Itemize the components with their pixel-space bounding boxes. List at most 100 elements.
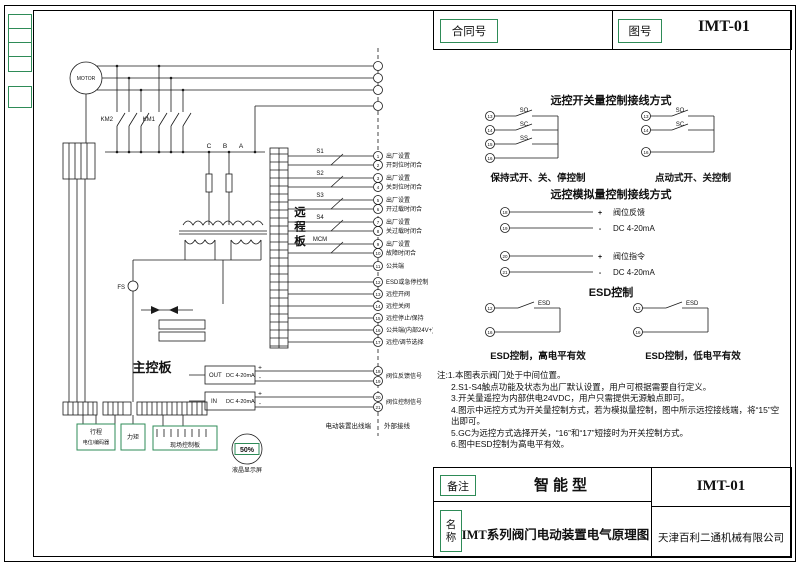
sc-switch-label: SC (520, 122, 529, 128)
svg-text:12: 12 (375, 280, 381, 285)
phase-b-label: B (223, 143, 227, 150)
svg-text:21: 21 (502, 270, 508, 275)
drawing-no-label: 图号 (618, 19, 662, 43)
terminal-15: 15 (373, 313, 383, 323)
drawing-no-value: IMT-01 (698, 18, 750, 35)
svg-text:18: 18 (502, 210, 508, 215)
so-switch-label: SO (520, 108, 529, 114)
torque-box: 力矩 (120, 423, 146, 451)
notes-label: 注: (437, 370, 448, 380)
svg-text:8: 8 (377, 229, 380, 234)
svg-text:16: 16 (487, 330, 493, 335)
svg-text:4: 4 (377, 185, 380, 190)
terminal-8: 8 (373, 226, 383, 236)
name-label-text: 名称 (444, 518, 457, 544)
hold-control-diagram: 13 14 15 16 SO SC SS (485, 108, 559, 163)
feedback-signal-label: 阀位反馈信号 (386, 372, 422, 380)
hold-terminal-14: 14 (485, 125, 495, 135)
svg-text:DC 4-20mA: DC 4-20mA (226, 373, 255, 379)
terminal-2: 2 (373, 160, 383, 170)
remote-label-open: 远控开阀 (386, 290, 410, 298)
lcd-display: 50% 液晶显示屏 (231, 433, 263, 474)
terminal-1: 1 (373, 151, 383, 161)
svg-text:现场控制板: 现场控制板 (170, 441, 200, 449)
external-side-label: 外部接线 (384, 421, 411, 430)
svg-text:10: 10 (375, 251, 381, 256)
s3-label: S3 (316, 193, 324, 199)
company-name: 天津百利二通机械有限公司 (658, 532, 784, 544)
title-block-divider (612, 11, 613, 49)
analog-control-title: 远控模拟量控制接线方式 (550, 189, 672, 201)
main-board-label: 主控板 (132, 360, 172, 375)
svg-text:7: 7 (377, 220, 380, 225)
page-outer-border (4, 5, 796, 562)
svg-text:2: 2 (377, 163, 380, 168)
note-item-5: 5.GC为远控方式选择开关，“16”和“17”短接时为开关控制方式。 (451, 427, 689, 438)
jog-terminal-14: 14 (641, 125, 651, 135)
remote-label-common24: 公共端(内部24V+) (386, 326, 433, 334)
svg-text:力矩: 力矩 (127, 433, 139, 441)
cmd-minus-sign: - (599, 270, 602, 277)
signal-wiring (255, 153, 373, 408)
row4-label-line1: 出厂设置 (386, 218, 410, 226)
power-wiring (97, 64, 373, 154)
note-item-1: 1.本图表示阀门处于中间位置。 (447, 370, 566, 380)
row2-label-line2: 关到位时闭合 (386, 183, 422, 191)
terminal-21: 21 (373, 402, 383, 412)
fs-switch: FS (117, 280, 139, 292)
common-label: 公共端 (386, 262, 404, 270)
svg-text:20: 20 (375, 395, 381, 400)
svg-text:13: 13 (375, 292, 381, 297)
svg-text:14: 14 (487, 128, 493, 133)
contract-no-label: 合同号 (440, 19, 498, 43)
jog-caption: 点动式开、关控制 (654, 173, 731, 184)
hold-terminal-13: 13 (485, 111, 495, 121)
terminal-11: 11 (373, 261, 383, 271)
fb-terminal-19: 19 (500, 223, 510, 233)
regulator-box (158, 319, 206, 330)
svg-text:11: 11 (376, 264, 381, 269)
note-item-6: 6.图中ESD控制为高电平有效。 (451, 439, 570, 449)
svg-text:14: 14 (643, 128, 649, 133)
terminal-5: 5 (373, 195, 383, 205)
svg-text:16: 16 (487, 156, 493, 161)
terminal-12: 12 (373, 277, 383, 287)
fb-minus-sign: - (599, 226, 602, 233)
km1-label: KM1 (143, 117, 156, 123)
out-minus-sign: - (259, 375, 261, 382)
svg-text:3: 3 (377, 176, 380, 181)
esd-high-diagram: 12 16 ESD (485, 301, 561, 337)
svg-text:16: 16 (635, 330, 641, 335)
svg-text:14: 14 (375, 304, 381, 309)
power-terminal (373, 61, 383, 71)
rectifier-diodes (151, 306, 178, 314)
sc-switch-label: SC (676, 122, 685, 128)
bottom-block-hdivider-right (651, 506, 791, 507)
terminal-16: 16 (373, 325, 383, 335)
svg-text:IN: IN (211, 399, 217, 405)
svg-text:16: 16 (375, 328, 381, 333)
row1-label-line2: 开到位时闭合 (386, 161, 422, 169)
row4-label-line2: 关过载时闭合 (386, 227, 422, 235)
svg-text:5: 5 (377, 198, 380, 203)
cmd-terminal-21: 21 (500, 267, 510, 277)
svg-text:19: 19 (502, 226, 508, 231)
remote-board-connector (269, 147, 289, 349)
svg-text:15: 15 (375, 316, 381, 321)
in-minus-sign: - (259, 401, 261, 408)
analog-out-box: OUT DC 4-20mA (204, 365, 256, 385)
local-control-board-box: 现场控制板 (152, 425, 218, 451)
terminal-19: 19 (373, 376, 383, 386)
svg-text:13: 13 (643, 114, 649, 119)
hold-terminal-15: 15 (485, 139, 495, 149)
travel-encoder-box: 行程 电位/编码器 (76, 423, 116, 451)
svg-text:9: 9 (377, 242, 380, 247)
svg-text:1: 1 (377, 154, 380, 159)
bottom-drawing-no: IMT-01 (696, 478, 746, 494)
fb-terminal-18: 18 (500, 207, 510, 217)
esd-switch-label: ESD (686, 301, 699, 307)
terminal-3: 3 (373, 173, 383, 183)
esd-terminal-16: 16 (485, 327, 495, 337)
jog-terminal-13: 13 (641, 111, 651, 121)
